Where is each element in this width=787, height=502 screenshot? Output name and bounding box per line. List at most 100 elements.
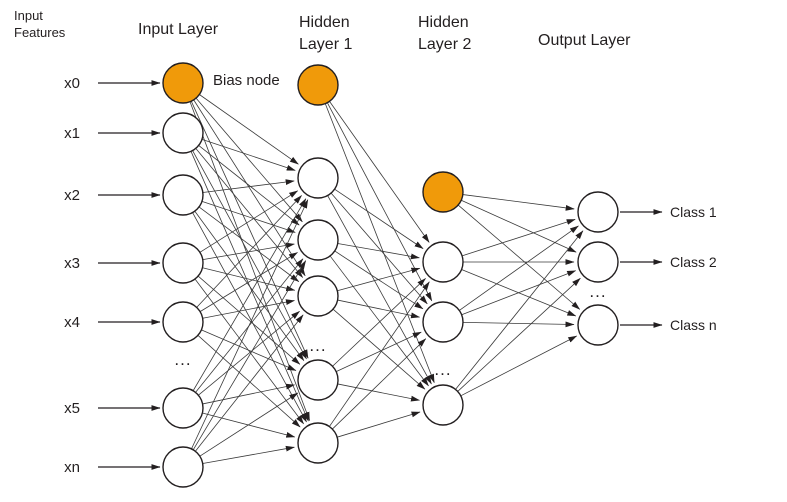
neuron-node[interactable]	[162, 242, 204, 284]
connection-edge	[461, 199, 577, 253]
neuron-node[interactable]	[297, 422, 339, 464]
connection-edge	[202, 299, 295, 319]
input-feature-label: x2	[64, 187, 80, 204]
connection-edge	[201, 200, 296, 233]
connection-edge	[199, 190, 299, 253]
input-feature-label: x1	[64, 125, 80, 142]
connection-edges	[189, 94, 584, 464]
connection-edge	[337, 267, 421, 292]
connection-edge	[329, 255, 429, 387]
vertical-ellipsis: ...	[174, 350, 191, 369]
connection-edge	[194, 210, 305, 362]
connection-edge	[195, 148, 304, 278]
connection-edge	[197, 335, 301, 428]
output-class-label: Class 1	[670, 204, 717, 220]
connection-edge	[201, 138, 296, 171]
connection-edge	[457, 277, 581, 392]
connection-edge	[461, 218, 576, 257]
connection-edge	[335, 331, 422, 372]
connection-edge	[198, 145, 300, 226]
connection-edge	[455, 230, 584, 390]
header-hidden-layer-2-line2: Layer 2	[418, 36, 471, 53]
connection-edge	[461, 270, 577, 316]
connection-edge	[201, 329, 297, 371]
connection-edge	[193, 99, 306, 277]
connection-edge	[202, 445, 295, 464]
header-input-features-line1: Input	[14, 8, 43, 23]
connection-edge	[332, 308, 426, 390]
neuron-node[interactable]	[162, 301, 204, 343]
connection-edge	[199, 252, 298, 312]
neuron-nodes	[162, 62, 619, 488]
neuron-node[interactable]	[162, 174, 204, 216]
neuron-node[interactable]	[297, 219, 339, 261]
input-feature-label: x3	[64, 255, 80, 272]
connection-edge	[457, 204, 581, 310]
bias-node-annotation: Bias node	[213, 72, 280, 89]
input-feature-label: xn	[64, 459, 80, 476]
connection-edge	[199, 392, 299, 457]
neuron-node[interactable]	[422, 241, 464, 283]
bias-node[interactable]	[162, 62, 204, 104]
connection-edge	[326, 102, 433, 302]
connection-edge	[189, 101, 310, 421]
neuron-node[interactable]	[422, 301, 464, 343]
neuron-node[interactable]	[162, 446, 204, 488]
header-hidden-layer-2-line1: Hidden	[418, 14, 469, 31]
connection-edge	[324, 103, 435, 384]
output-class-label: Class n	[670, 317, 717, 333]
connection-edge	[337, 243, 420, 260]
connection-edge	[462, 194, 575, 211]
output-class-label: Class 2	[670, 254, 717, 270]
connection-edge	[199, 94, 299, 165]
connection-edge	[327, 195, 432, 385]
connection-edge	[196, 195, 302, 308]
connection-edge	[198, 311, 300, 396]
input-feed-arrows	[98, 80, 161, 470]
neuron-node[interactable]	[162, 387, 204, 429]
connection-edge	[329, 101, 430, 243]
header-hidden-layer-1-line1: Hidden	[299, 14, 350, 31]
neuron-node[interactable]	[162, 112, 204, 154]
neuron-node[interactable]	[297, 359, 339, 401]
connection-edge	[195, 97, 303, 223]
connection-edge	[190, 101, 309, 359]
connection-edge	[192, 198, 307, 391]
bias-node[interactable]	[297, 64, 339, 106]
neuron-node[interactable]	[577, 191, 619, 233]
connection-edge	[337, 383, 420, 402]
connection-edge	[334, 188, 424, 249]
connection-edge	[198, 206, 300, 282]
input-feature-label: x5	[64, 400, 80, 417]
connection-edge	[334, 250, 424, 310]
vertical-ellipsis: ...	[309, 336, 326, 355]
connection-edge	[191, 199, 309, 450]
connection-edge	[202, 179, 295, 193]
connection-edge	[192, 150, 307, 360]
neuron-node[interactable]	[422, 384, 464, 426]
header-input-layer: Input Layer	[138, 21, 219, 38]
connection-edge	[202, 383, 295, 405]
connection-edge	[329, 281, 430, 427]
connection-edge	[197, 275, 301, 365]
neuron-node[interactable]	[577, 304, 619, 346]
connection-edge	[459, 225, 579, 311]
connection-edge	[337, 299, 420, 319]
vertical-ellipsis: ...	[589, 282, 606, 301]
bias-node[interactable]	[422, 171, 464, 213]
neuron-node[interactable]	[297, 275, 339, 317]
header-hidden-layer-1-line2: Layer 1	[299, 36, 352, 53]
connection-edge	[460, 335, 578, 397]
output-arrows	[620, 209, 663, 328]
header-input-features-line2: Features	[14, 25, 66, 40]
neuron-node[interactable]	[297, 157, 339, 199]
connection-edge	[332, 278, 426, 367]
header-output-layer: Output Layer	[538, 32, 631, 49]
connection-edge	[195, 314, 304, 452]
vertical-ellipsis: ...	[434, 360, 451, 379]
neuron-node[interactable]	[577, 241, 619, 283]
connection-edge	[337, 411, 421, 438]
